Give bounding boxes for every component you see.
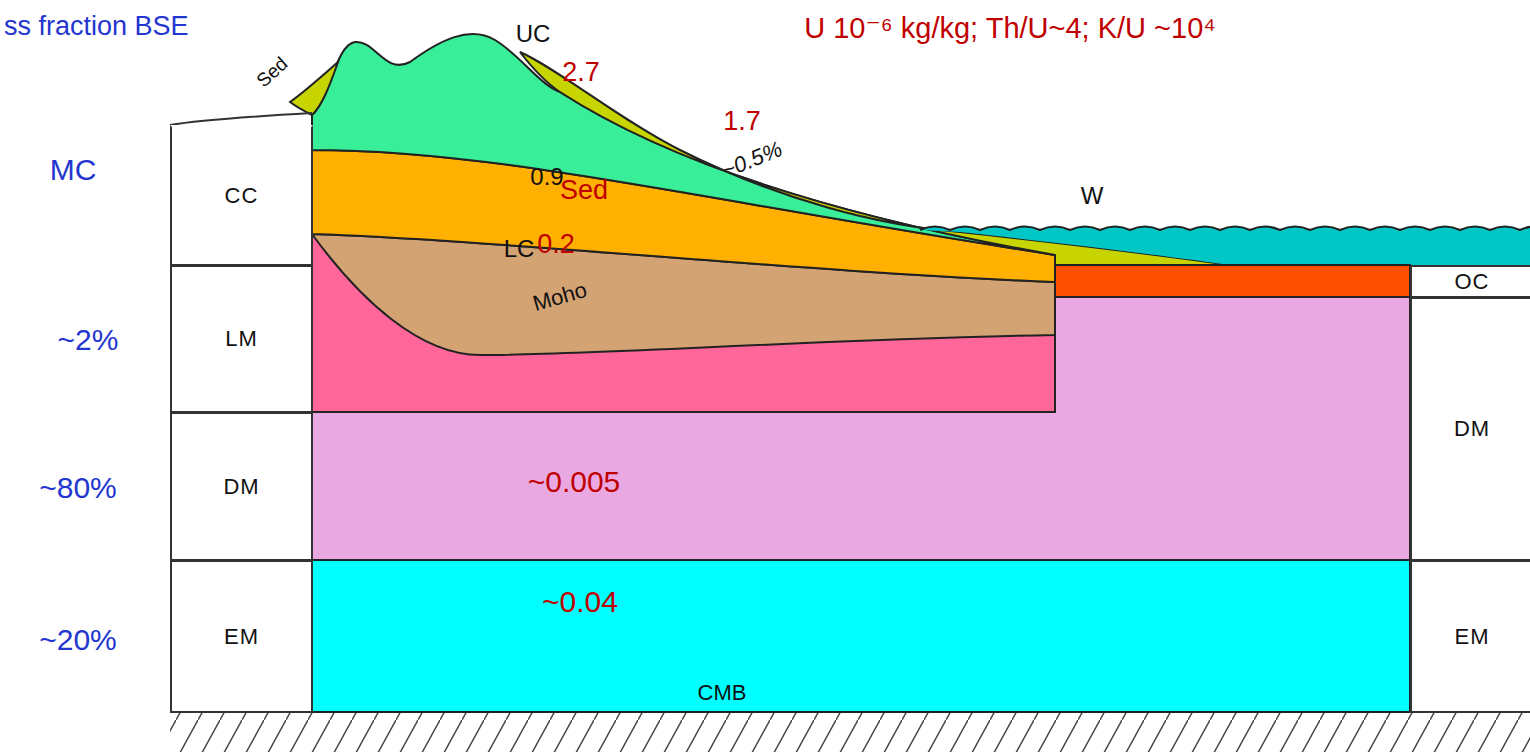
layer-name: LC	[504, 237, 535, 261]
mass-fraction: ~2%	[58, 325, 119, 355]
layer-name: OC	[1455, 269, 1490, 295]
layer-box: DM	[1410, 297, 1530, 561]
layer-box: DM	[170, 412, 313, 561]
ocean-surface	[920, 227, 1530, 231]
layer-box: EM	[1410, 560, 1530, 713]
uranium-value: 2.7	[562, 59, 600, 86]
uranium-value: Sed	[560, 177, 608, 204]
uranium-value: 1.7	[723, 108, 761, 135]
mass-fraction: ~20%	[39, 625, 117, 655]
layer-box: OC	[1410, 265, 1530, 298]
uranium-value: ~0.04	[542, 587, 618, 617]
mass-fraction: ~80%	[39, 473, 117, 503]
layer-name: W	[1081, 184, 1104, 208]
sediment-layer-left	[290, 62, 338, 115]
layer-box: LM	[170, 265, 313, 413]
axis-heading: ss fraction BSE	[4, 13, 189, 40]
boundary-name: CMB	[698, 682, 747, 704]
surface-line-left	[170, 113, 312, 125]
layer-name: UC	[516, 22, 551, 46]
layer-name: DM	[223, 474, 259, 500]
uranium-value: 0.2	[537, 231, 575, 258]
layer-name: ~0.5%	[719, 138, 786, 182]
ocean-water	[920, 227, 1530, 266]
layer-name: EM	[224, 624, 259, 650]
layer-name: Sed	[253, 54, 291, 91]
layer-name: EM	[1455, 624, 1490, 650]
uranium-value: ~0.005	[528, 467, 621, 497]
layer-name: CC	[225, 183, 259, 209]
bedrock-hatching	[170, 712, 1530, 752]
layer-name: DM	[1454, 416, 1490, 442]
enriched-mantle-band	[312, 560, 1410, 712]
layer-name: 0.9	[530, 165, 563, 189]
upper-crust	[312, 34, 1055, 255]
layer-box: CC	[170, 125, 313, 266]
oceanic-crust	[1055, 265, 1410, 297]
abundance-note: U 10⁻⁶ kg/kg; Th/U~4; K/U ~10⁴	[804, 14, 1216, 43]
layer-name: LM	[225, 326, 258, 352]
mass-fraction: MC	[50, 155, 97, 185]
core-mantle-boundary	[170, 711, 1530, 713]
layer-box: EM	[170, 560, 313, 713]
